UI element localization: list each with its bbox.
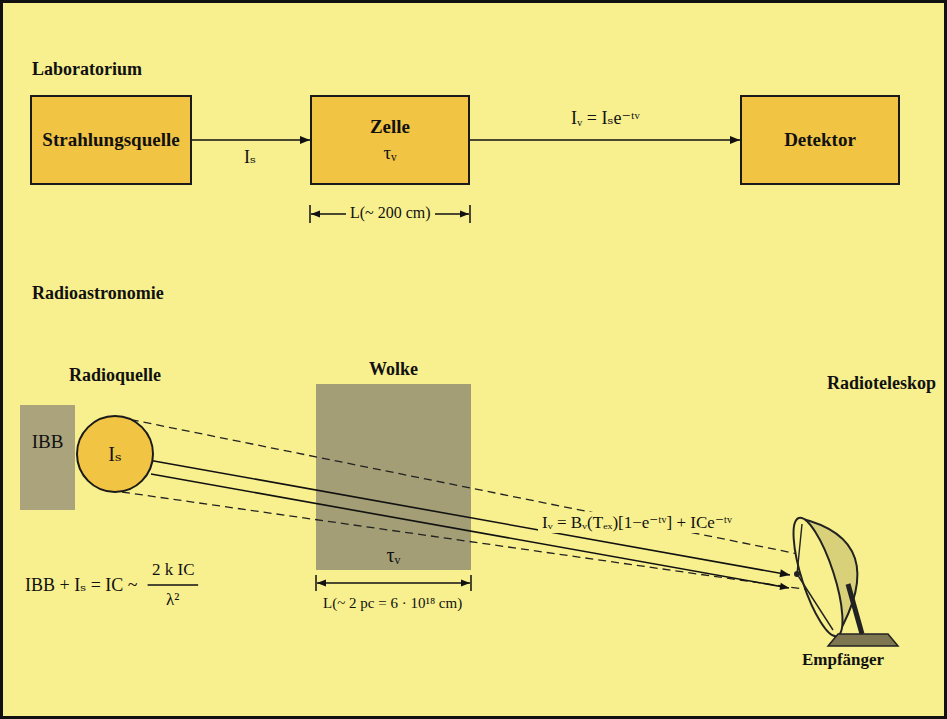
mount-post xyxy=(848,584,862,634)
dimension-label: L(~ 2 pc = 6 · 10¹⁸ cm) xyxy=(323,594,462,613)
connector-arrow xyxy=(152,461,790,575)
box-title: Strahlungsquelle xyxy=(42,127,179,153)
radio-source: RadioquelleIₛ xyxy=(62,364,168,496)
formula-text: IBB + Iₛ = IC ~ xyxy=(25,574,138,596)
feed-point xyxy=(794,571,800,577)
cloud-shape xyxy=(316,384,471,570)
dimension-tick xyxy=(315,575,317,591)
node-heading: Radioquelle xyxy=(42,364,188,386)
cell-box: Zelleτᵥ xyxy=(310,95,470,185)
fraction-denominator: λ² xyxy=(166,589,179,610)
source-box: Strahlungsquelle xyxy=(30,95,192,185)
background-band: IBB xyxy=(20,405,75,510)
box-symbol: τᵥ xyxy=(383,140,396,166)
optical-depth: τᵥ xyxy=(316,544,471,566)
connector-arrow xyxy=(192,139,310,141)
feed-strut xyxy=(797,524,802,574)
dish-rim xyxy=(784,513,853,641)
node-heading: Radioteleskop xyxy=(827,372,936,394)
edge-label: Iₛ xyxy=(244,146,256,168)
edge-label: Iᵥ = Bᵥ(Tₑₓ)[1−e⁻ᵗᵛ] + ICe⁻ᵗᵛ xyxy=(538,512,736,533)
source-circle xyxy=(77,416,153,492)
dimension-label: L(~ 200 cm) xyxy=(346,203,435,223)
box-title: IBB xyxy=(32,429,64,455)
intensity-symbol: Iₛ xyxy=(108,442,121,466)
edge-label: Iᵥ = Iₛe⁻ᵗᵛ xyxy=(571,107,640,129)
node-heading: Wolke xyxy=(296,358,491,380)
section-heading: Laboratorium xyxy=(32,58,142,80)
section-heading: Radioastronomie xyxy=(32,282,164,304)
symbol-holder: Iₛ xyxy=(62,414,168,494)
fraction-bar xyxy=(148,584,199,585)
feed-strut xyxy=(797,574,833,630)
box-title: Zelle xyxy=(370,114,410,140)
connector-arrow xyxy=(470,139,740,141)
dimension-line xyxy=(317,582,470,583)
cloud-fill xyxy=(316,384,471,570)
dimension-tick xyxy=(470,575,472,591)
receiver-label: Empfänger xyxy=(802,650,884,670)
fraction-numerator: 2 k IC xyxy=(152,559,195,580)
telescope-drawing xyxy=(790,372,940,672)
mount-base xyxy=(828,634,898,646)
radio-telescope: RadioteleskopEmpfänger xyxy=(790,372,940,672)
dimension-tick xyxy=(469,205,471,223)
box-title: Detektor xyxy=(784,127,856,153)
cloud-box: Wolkeτᵥ xyxy=(316,358,471,570)
detector-box: Detektor xyxy=(740,95,900,185)
beam-edge-dashed xyxy=(118,417,838,562)
dimension-tick xyxy=(309,205,311,223)
beam-edge-dashed xyxy=(122,492,838,594)
